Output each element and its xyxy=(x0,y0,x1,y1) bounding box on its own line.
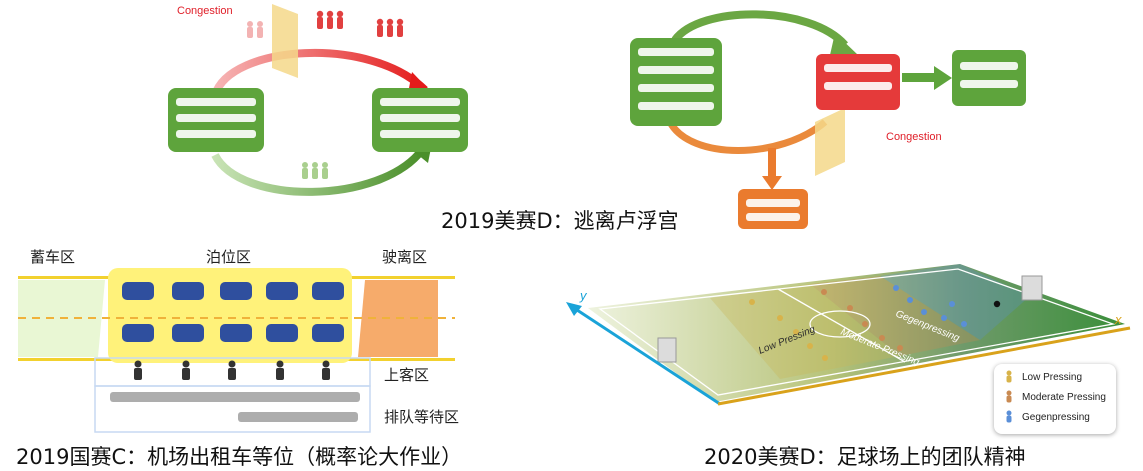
runner-icon xyxy=(1002,370,1016,384)
field-markings xyxy=(598,268,1116,396)
people-grid-icon xyxy=(176,98,460,138)
runners-bottom-icon xyxy=(302,162,328,179)
top-flow-arrow xyxy=(211,48,428,97)
pressing-legend: Low Pressing Moderate Pressing Gegenpres… xyxy=(994,364,1116,434)
airport-taxi-diagram xyxy=(18,268,455,433)
low-pressing-zone xyxy=(710,284,900,379)
top-flow-arrow xyxy=(671,10,849,48)
exit-arrow xyxy=(902,73,936,82)
y-axis-arrowhead xyxy=(566,302,582,316)
side-exit-crowd-box xyxy=(738,189,808,229)
legend-row-low: Low Pressing xyxy=(1002,370,1082,384)
bottom-flow-arrow xyxy=(666,119,828,154)
axis-label-x: x xyxy=(1114,312,1122,327)
caption-soccer: 2020美赛D：足球场上的团队精神 xyxy=(704,445,1026,469)
exit-crowd-box xyxy=(952,50,1026,106)
zone-label-exit: 驶离区 xyxy=(382,248,428,266)
down-flow-arrow xyxy=(768,148,776,178)
player-gegen-icon xyxy=(893,285,967,327)
legend-label-moderate: Moderate Pressing xyxy=(1022,391,1106,403)
taxi-icon xyxy=(122,282,344,342)
congestion-label-tl: Congestion xyxy=(177,5,233,17)
panel-airport-taxi: 蓄车区 泊位区 驶离区 上客区 排队等待区 xyxy=(0,240,480,440)
legend-label-gegen: Gegenpressing xyxy=(1022,411,1090,423)
runner-icon xyxy=(1002,390,1016,404)
exit-arrowhead xyxy=(934,66,952,90)
bottom-flow-arrow xyxy=(211,147,426,196)
legend-row-moderate: Moderate Pressing xyxy=(1002,390,1106,404)
congestion-loop-diagram xyxy=(168,4,468,196)
zone-label-berth: 泊位区 xyxy=(206,248,252,266)
x-axis xyxy=(717,326,1131,406)
runners-icon xyxy=(247,21,263,38)
caption-airport-taxi: 2019国赛C：机场出租车等位（概率论大作业） xyxy=(16,445,463,469)
zone-label-boarding: 上客区 xyxy=(384,366,430,384)
passenger-icon xyxy=(134,360,330,380)
zone-label-storage: 蓄车区 xyxy=(30,248,76,266)
soccer-field-diagram: Low Pressing Moderate Pressing Gegenpres… xyxy=(566,264,1131,406)
goal-left xyxy=(657,337,677,363)
goal-right xyxy=(1021,275,1043,301)
y-axis xyxy=(573,306,721,406)
legend-row-gegen: Gegenpressing xyxy=(1002,410,1090,424)
legend-label-low: Low Pressing xyxy=(1022,371,1083,383)
player-low-icon xyxy=(749,299,828,361)
caption-louvre: 2019美赛D：逃离卢浮宫 xyxy=(441,209,679,233)
zone-label-queue: 排队等待区 xyxy=(384,408,460,426)
congestion-gate xyxy=(815,108,845,176)
panel-congestion-loop: Congestion xyxy=(160,0,480,200)
soccer-field xyxy=(588,264,1125,402)
crowd-icon xyxy=(316,10,404,37)
congestion-label-tr: Congestion xyxy=(886,131,942,143)
people-grid-icon xyxy=(638,48,1018,221)
ball-icon xyxy=(993,300,1001,308)
down-arrowhead xyxy=(762,176,782,190)
panel-louvre-evacuation: Congestion xyxy=(620,0,1040,235)
player-moderate-icon xyxy=(821,289,903,351)
axis-label-y: y xyxy=(579,288,588,303)
louvre-evacuation-diagram xyxy=(630,10,1026,229)
queue-zone xyxy=(94,385,371,433)
moderate-pressing-zone xyxy=(810,276,980,356)
top-arrowhead xyxy=(830,33,858,55)
gegenpressing-zone xyxy=(880,264,1030,340)
congestion-gate xyxy=(272,4,298,78)
runner-icon xyxy=(1002,410,1016,424)
panel-soccer-pressing: Low Pressing Moderate Pressing Gegenpres… xyxy=(560,262,1143,442)
queue-people-icon xyxy=(110,392,360,422)
